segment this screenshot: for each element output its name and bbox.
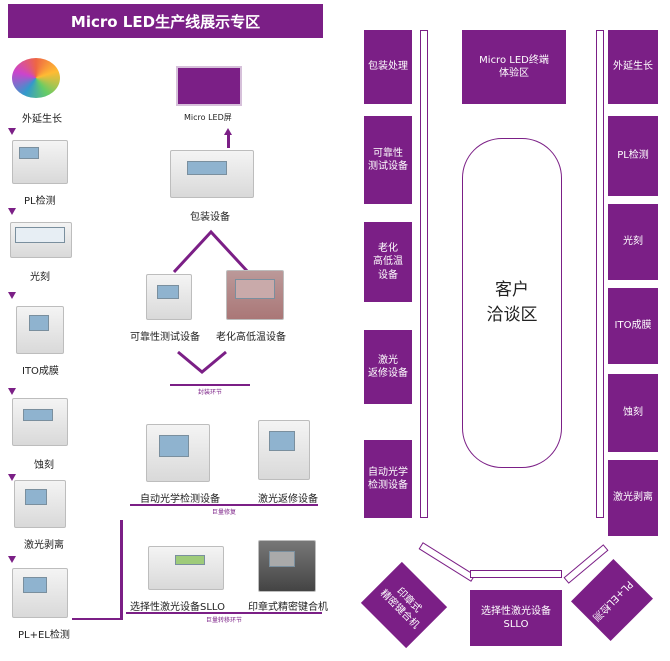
laser-repair-machine-image xyxy=(258,420,310,480)
connector-line xyxy=(120,520,123,620)
step-label-litho: 光刻 xyxy=(30,272,50,283)
branch-connector xyxy=(172,229,250,274)
customer-meeting-label: 客户 洽谈区 xyxy=(486,279,538,326)
aoi-label: 自动光学检测设备 xyxy=(140,494,220,505)
plel-machine-image xyxy=(12,568,68,618)
zone-epitaxy: 外延生长 xyxy=(608,30,658,104)
zone-laser-repair: 激光 返修设备 xyxy=(364,330,412,404)
step-label-pl: PL检测 xyxy=(24,196,56,207)
arrow-down-icon xyxy=(8,388,16,395)
arrow-down-icon xyxy=(8,208,16,215)
aging-machine-image xyxy=(226,270,284,320)
zone-customer-meeting: 客户 洽谈区 xyxy=(462,138,562,468)
printing-label: 印章式精密键合机 xyxy=(248,602,328,613)
page-title: Micro LED生产线展示专区 xyxy=(8,4,323,38)
merge-connector xyxy=(177,350,227,374)
packaging-machine-image xyxy=(170,150,254,198)
pl-machine-image xyxy=(12,140,68,184)
aging-label: 老化高低温设备 xyxy=(216,332,286,343)
zone-packaging: 包装处理 xyxy=(364,30,412,104)
zone-sllo: 选择性激光设备 SLLO xyxy=(470,590,562,646)
arrow-down-icon xyxy=(8,474,16,481)
ito-machine-image xyxy=(16,306,64,354)
arrow-up-icon xyxy=(224,128,232,135)
litho-machine-image xyxy=(10,222,72,258)
arrow-down-icon xyxy=(8,556,16,563)
connector-line xyxy=(72,618,122,620)
zone-litho: 光刻 xyxy=(608,204,658,280)
sllo-label: 选择性激光设备SLLO xyxy=(130,602,226,613)
zone-ito: ITO成膜 xyxy=(608,288,658,364)
wafer-image xyxy=(12,58,60,98)
etch-machine-image xyxy=(12,398,68,446)
screen-display-image xyxy=(176,66,242,106)
zone-laser-lift: 激光剥离 xyxy=(608,460,658,536)
step-label-laser-lift: 激光剥离 xyxy=(24,540,64,551)
zone-aoi: 自动光学 检测设备 xyxy=(364,440,412,518)
reliability-label: 可靠性测试设备 xyxy=(130,332,200,343)
step-label-plel: PL+EL检测 xyxy=(18,630,70,641)
bench xyxy=(596,30,604,518)
bench xyxy=(418,542,476,582)
bench xyxy=(470,570,562,578)
zone-reliability: 可靠性 测试设备 xyxy=(364,116,412,204)
section-transfer: 巨量转移环节 xyxy=(126,612,322,625)
printing-machine-image xyxy=(258,540,316,592)
reliability-machine-image xyxy=(146,274,192,320)
step-label-epitaxy: 外延生长 xyxy=(22,114,62,125)
bench xyxy=(420,30,428,518)
step-label-ito: ITO成膜 xyxy=(22,366,59,377)
zone-etch: 蚀刻 xyxy=(608,374,658,452)
sllo-machine-image xyxy=(148,546,224,590)
zone-micro-led-terminal: Micro LED终端 体验区 xyxy=(462,30,566,104)
connector-line xyxy=(227,134,230,148)
screen-label: Micro LED屏 xyxy=(184,113,232,122)
laser-lift-machine-image xyxy=(14,480,66,528)
section-encapsulation: 封装环节 xyxy=(170,384,250,397)
arrow-down-icon xyxy=(8,128,16,135)
section-repair: 巨量修复 xyxy=(130,504,318,517)
zone-aging: 老化 高低温 设备 xyxy=(364,222,412,302)
aoi-machine-image xyxy=(146,424,210,482)
packaging-label: 包装设备 xyxy=(190,212,230,223)
step-label-etch: 蚀刻 xyxy=(34,460,54,471)
laser-repair-label: 激光返修设备 xyxy=(258,494,318,505)
zone-printing: 印章式 精密键合机 xyxy=(360,561,448,649)
zone-pl: PL检测 xyxy=(608,116,658,196)
arrow-down-icon xyxy=(8,292,16,299)
